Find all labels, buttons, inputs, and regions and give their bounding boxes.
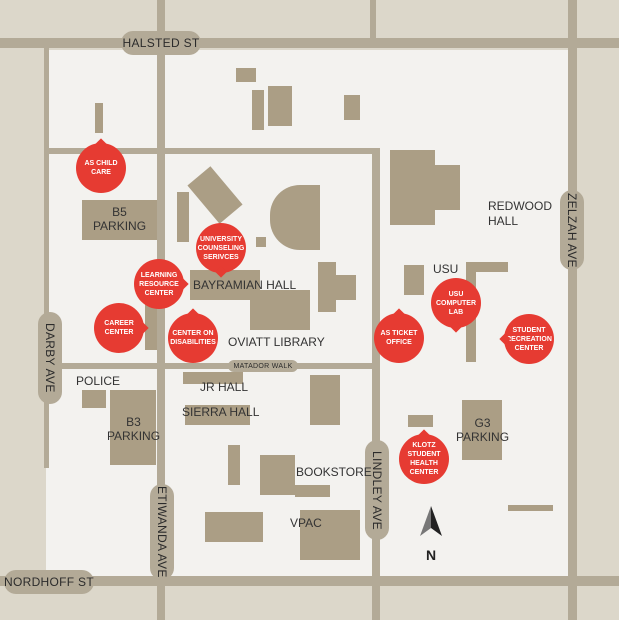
building xyxy=(252,90,264,130)
zelzah-ave-label: ZELZAH AVE xyxy=(560,190,584,270)
lindley-ave-label: LINDLEY AVE xyxy=(365,440,389,540)
g3-parking-label: G3 PARKING xyxy=(455,416,510,444)
pin-university-counseling-services[interactable]: UNIVERSITY COUNSELING SERIVCES xyxy=(196,223,246,273)
pin-as-ticket-office[interactable]: AS TICKET OFFICE xyxy=(374,313,424,363)
b5-parking xyxy=(82,200,157,240)
b3-parking xyxy=(110,390,156,465)
oviatt-library-label: OVIATT LIBRARY xyxy=(228,335,325,349)
sierra-hall-building xyxy=(185,405,250,425)
etiwanda-ave-label: ETIWANDA AVE xyxy=(150,484,174,580)
halsted-st-label: HALSTED ST xyxy=(121,31,201,55)
usu-label: USU xyxy=(433,262,459,276)
matador-walk-label: MATADOR WALK xyxy=(228,360,298,372)
building xyxy=(228,445,240,485)
halsted-road xyxy=(0,38,619,48)
jr-hall-label: JR HALL xyxy=(200,380,249,394)
vpac-label: VPAC xyxy=(290,516,322,530)
building xyxy=(390,150,435,225)
building xyxy=(466,262,508,272)
matador-road xyxy=(46,363,376,369)
building xyxy=(336,275,356,300)
building xyxy=(270,185,320,250)
lindley-road xyxy=(372,148,380,620)
pin-center-on-disabilities[interactable]: CENTER ON DISABILITIES xyxy=(168,313,218,363)
vpac-building xyxy=(300,510,360,560)
g3-parking xyxy=(462,400,502,460)
redwood-hall-label: REDWOOD HALL xyxy=(488,199,552,228)
north-connector xyxy=(370,0,376,40)
nordhoff-road xyxy=(0,576,619,586)
building xyxy=(318,262,336,312)
north-arrow-icon xyxy=(420,506,442,536)
pin-career-center[interactable]: CAREER CENTER xyxy=(94,303,144,353)
pin-student-recreation-center[interactable]: STUDENT RECREATION CENTER xyxy=(504,314,554,364)
darby-ave-label: DARBY AVE xyxy=(38,312,62,404)
pin-learning-resource-center[interactable]: LEARNING RESOURCE CENTER xyxy=(134,259,184,309)
police-building xyxy=(82,390,106,408)
bayramian-hall-building xyxy=(190,270,260,300)
b5-parking-label: B5 PARKING xyxy=(92,205,147,233)
north-road xyxy=(46,148,376,154)
b3-parking-label: B3 PARKING xyxy=(106,415,161,443)
building xyxy=(295,485,330,497)
building xyxy=(205,512,263,542)
building xyxy=(268,86,292,126)
west-road xyxy=(44,48,49,468)
north-label: N xyxy=(425,547,437,563)
sierra-hall-label: SIERRA HALL xyxy=(182,405,260,419)
building xyxy=(310,375,340,425)
pin-usu-computer-lab[interactable]: USU COMPUTER LAB xyxy=(431,278,481,328)
jr-hall-building xyxy=(183,372,243,384)
building xyxy=(408,415,433,427)
usu-building xyxy=(404,265,424,295)
building xyxy=(145,300,157,350)
building xyxy=(177,192,189,242)
north-arrow: N xyxy=(420,506,442,564)
building xyxy=(508,505,553,511)
building xyxy=(95,103,103,133)
building xyxy=(344,95,360,120)
building xyxy=(435,165,460,210)
building xyxy=(236,68,256,82)
etiwanda-road xyxy=(157,0,165,620)
zelzah-road xyxy=(568,0,577,620)
bayramian-hall-label: BAYRAMIAN HALL xyxy=(193,278,297,292)
police-label: POLICE xyxy=(76,374,121,388)
building xyxy=(256,237,266,247)
bookstore-label: BOOKSTORE xyxy=(296,465,372,479)
nordhoff-st-label: NORDHOFF ST xyxy=(4,570,94,594)
pin-as-child-care[interactable]: AS CHILD CARE xyxy=(76,143,126,193)
pin-klotz-student-health-center[interactable]: KLOTZ STUDENT HEALTH CENTER xyxy=(399,434,449,484)
oviatt-library-building xyxy=(250,290,310,330)
building xyxy=(260,455,295,495)
